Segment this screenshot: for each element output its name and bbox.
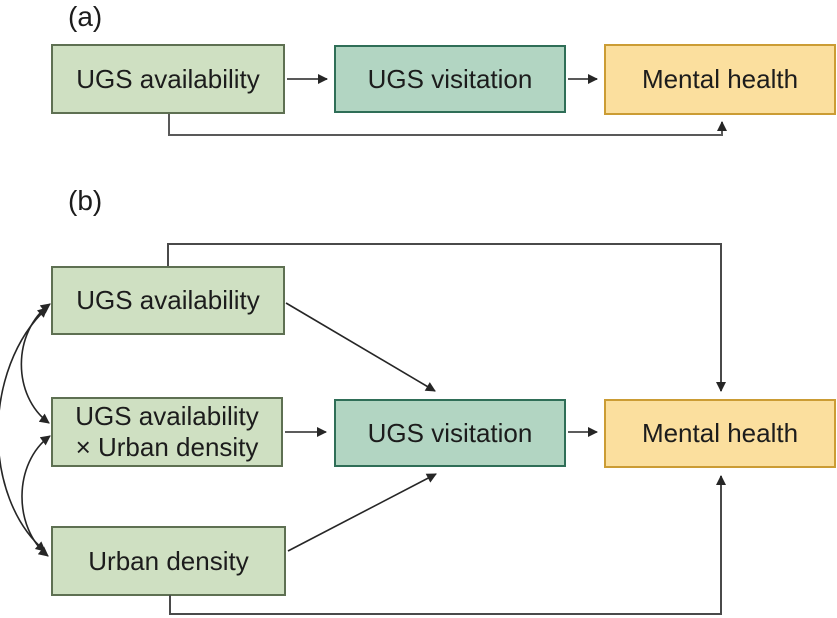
panel-b-box-mental-health-label: Mental health: [641, 418, 799, 448]
covariance-interaction-urban: [21, 435, 51, 557]
panel-b-box-urban-density: Urban density: [51, 526, 286, 596]
panel-a-box-ugs-visitation: UGS visitation: [334, 45, 566, 113]
panel-a-box-ugs-visitation-label: UGS visitation: [367, 63, 533, 94]
panel-b-label: (b): [68, 185, 103, 216]
panel-a-box-ugs-availability: UGS availability: [51, 44, 285, 114]
panel-a-box-mental-health-label: Mental health: [641, 64, 799, 94]
panel-b-box-mental-health: Mental health: [604, 399, 836, 468]
panel-b-box-interaction-line1: UGS availability: [75, 401, 259, 431]
panel-a-box-mental-health: Mental health: [604, 44, 836, 115]
panel-a-box-ugs-availability-label: UGS availability: [76, 63, 260, 94]
covariance-availability-interaction: [20, 303, 51, 424]
covariance-availability-urban: [0, 307, 48, 552]
panel-b-box-ugs-availability: UGS availability: [51, 266, 285, 335]
panel-b-box-ugs-visitation: UGS visitation: [334, 399, 566, 467]
panel-b-box-ugs-availability-label: UGS availability: [76, 285, 260, 315]
panel-b-box-ugs-visitation-label: UGS visitation: [367, 417, 533, 448]
panel-a-label: (a): [68, 1, 103, 32]
panel-b-box-urban-density-label: Urban density: [88, 545, 249, 576]
panel-b-box-interaction-line2: × Urban density: [75, 432, 259, 462]
arrow-b-urban-to-visitation: [287, 473, 437, 552]
arrow-a-availability-direct-to-mental: [168, 114, 727, 136]
panel-b-box-interaction: UGS availability × Urban density: [51, 397, 283, 467]
arrow-b-availability-to-visitation: [285, 302, 436, 392]
